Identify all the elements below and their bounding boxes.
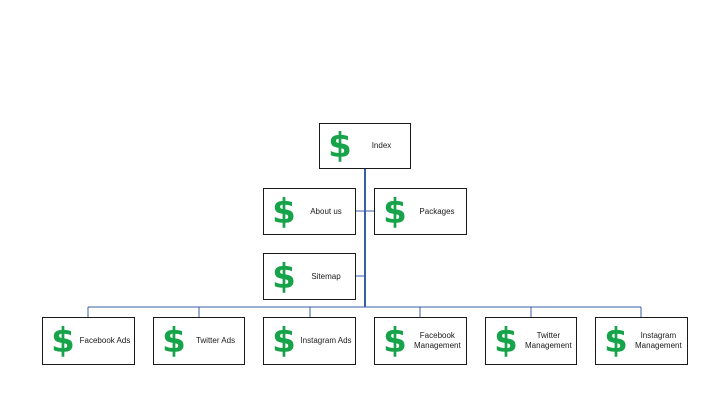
dollar-icon: $ [272, 321, 296, 361]
node-label: Instagram Ads [300, 336, 352, 345]
node-label: Instagram Management [635, 331, 682, 350]
dollar-icon: $ [272, 191, 296, 232]
node-facebook-management: $ Facebook Management [374, 317, 467, 365]
node-instagram-management: $ Instagram Management [595, 317, 688, 365]
node-label: About us [310, 206, 342, 216]
node-instagram-ads: $ Instagram Ads [263, 317, 356, 365]
node-label: Facebook Ads [79, 336, 131, 345]
dollar-icon: $ [383, 191, 407, 232]
dollar-icon: $ [604, 321, 628, 361]
node-label: Packages [419, 206, 455, 216]
dollar-icon: $ [272, 256, 296, 297]
dollar-icon: $ [328, 126, 352, 166]
node-index: $ Index [319, 123, 411, 169]
dollar-icon: $ [494, 321, 518, 361]
node-label: Index [371, 141, 392, 150]
dollar-icon: $ [383, 321, 407, 361]
dollar-icon: $ [162, 321, 186, 361]
node-label: Sitemap [311, 271, 341, 281]
node-label: Facebook Management [414, 331, 461, 350]
node-label: Twitter Ads [195, 336, 236, 345]
node-facebook-ads: $ Facebook Ads [42, 317, 135, 365]
node-twitter-management: $ Twitter Management [485, 317, 577, 365]
dollar-icon: $ [51, 321, 75, 361]
node-packages: $ Packages [374, 188, 467, 235]
node-label: Twitter Management [525, 331, 572, 350]
node-about-us: $ About us [263, 188, 356, 235]
node-twitter-ads: $ Twitter Ads [153, 317, 245, 365]
node-sitemap: $ Sitemap [263, 253, 356, 300]
